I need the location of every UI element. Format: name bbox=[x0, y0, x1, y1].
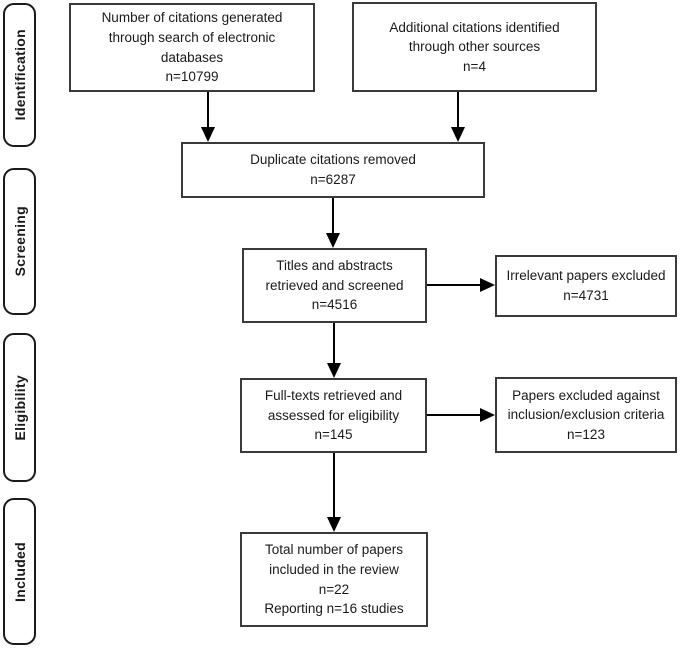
stage-label-screening: Screening bbox=[3, 168, 36, 315]
box-count: n=6287 bbox=[310, 172, 356, 187]
box-extra: Reporting n=16 studies bbox=[264, 601, 404, 617]
box-count: n=123 bbox=[567, 426, 605, 442]
stage-label-identification: Identification bbox=[3, 3, 36, 147]
stage-label-eligibility-text: Eligibility bbox=[11, 374, 28, 441]
box-count: n=145 bbox=[314, 427, 353, 443]
box-label: Number of citations generated through se… bbox=[101, 10, 283, 65]
flow-box-titles-screened: Titles and abstracts retrieved and scree… bbox=[242, 248, 427, 323]
flow-box-electronic-search: Number of citations generated through se… bbox=[69, 3, 315, 92]
box-count: n=4 bbox=[463, 58, 486, 74]
box-label: Full-texts retrieved and assessed for el… bbox=[264, 388, 403, 423]
box-count: n=4731 bbox=[563, 288, 609, 303]
flow-box-papers-excluded: Papers excluded against inclusion/exclus… bbox=[495, 377, 677, 453]
box-count: n=10799 bbox=[165, 69, 219, 85]
arrowhead-eligibility-to-included bbox=[327, 517, 341, 532]
box-label: Additional citations identified through … bbox=[389, 19, 560, 55]
arrowhead-search-to-duplicates bbox=[201, 127, 215, 142]
box-count: n=22 bbox=[318, 581, 350, 597]
box-label: Total number of papers included in the r… bbox=[264, 542, 404, 577]
box-label: Duplicate citations removed bbox=[250, 152, 416, 168]
stage-label-eligibility: Eligibility bbox=[3, 333, 36, 482]
box-count: n=4516 bbox=[311, 297, 358, 313]
arrowhead-sources-to-duplicates bbox=[451, 127, 465, 142]
stage-label-included: Included bbox=[3, 498, 36, 645]
stage-label-screening-text: Screening bbox=[11, 206, 28, 277]
box-label: Irrelevant papers excluded bbox=[506, 268, 666, 284]
arrowhead-screening-to-eligibility bbox=[327, 363, 341, 378]
box-label: Titles and abstracts retrieved and scree… bbox=[265, 258, 404, 293]
arrowhead-screening-to-irrelevant bbox=[480, 278, 495, 292]
flow-box-irrelevant-excluded: Irrelevant papers excluded n=4731 bbox=[495, 255, 677, 317]
flow-box-other-sources: Additional citations identified through … bbox=[352, 2, 597, 92]
stage-label-included-text: Included bbox=[11, 541, 28, 602]
arrowhead-duplicates-to-screening bbox=[326, 233, 340, 248]
flow-box-fulltext-assessed: Full-texts retrieved and assessed for el… bbox=[240, 378, 427, 453]
stage-label-identification-text: Identification bbox=[11, 29, 28, 121]
box-label: Papers excluded against inclusion/exclus… bbox=[507, 387, 665, 423]
arrowhead-eligibility-to-excluded bbox=[480, 408, 495, 422]
flow-box-duplicates-removed: Duplicate citations removed n=6287 bbox=[181, 142, 485, 198]
flow-box-included-total: Total number of papers included in the r… bbox=[240, 532, 428, 627]
